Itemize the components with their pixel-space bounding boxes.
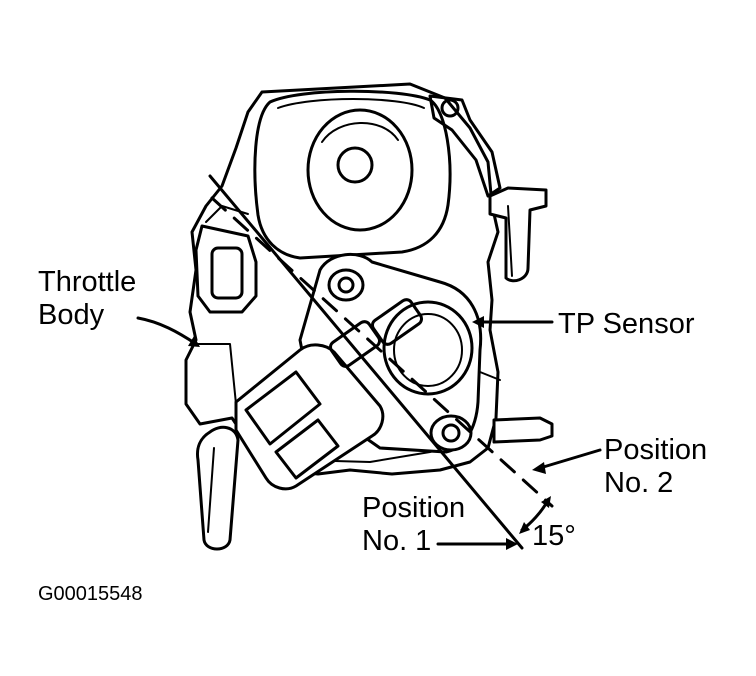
arc-arrowhead-upper xyxy=(541,496,551,508)
right-nozzle xyxy=(492,416,554,444)
left-pipe xyxy=(196,425,240,551)
tp-sensor-upper-screw xyxy=(327,268,365,302)
position-1-line xyxy=(208,174,524,550)
arc-arrowhead-lower xyxy=(519,522,530,534)
tp-sensor-label: TP Sensor xyxy=(558,308,695,340)
position-2-label-line1: Position xyxy=(604,434,708,466)
position-2-label: Position No. 2 xyxy=(604,436,707,498)
throttle-body-leader xyxy=(136,316,198,346)
position-1-label-line2: No. 1 xyxy=(362,525,432,557)
throttle-body-label: Throttle Body xyxy=(38,268,136,330)
position-1-label: Position No. 1 xyxy=(362,494,465,556)
figure-code: G00015548 xyxy=(38,583,143,605)
motor-end-cap xyxy=(306,108,414,232)
position-2-label-line2: No. 2 xyxy=(604,467,674,499)
motor-drum xyxy=(253,89,452,260)
right-elbow-fitting xyxy=(488,186,548,283)
position-2-line xyxy=(210,196,554,508)
throttle-body-label-line1: Throttle xyxy=(38,266,137,298)
position-1-label-line1: Position xyxy=(362,492,466,524)
throttle-body-label-line2: Body xyxy=(38,299,105,331)
position-2-leader xyxy=(538,448,602,470)
motor-center-hub xyxy=(336,146,374,184)
angle-label: 15° xyxy=(532,520,576,552)
upper-bracket xyxy=(428,94,502,198)
tp-sensor-connector xyxy=(234,343,385,491)
